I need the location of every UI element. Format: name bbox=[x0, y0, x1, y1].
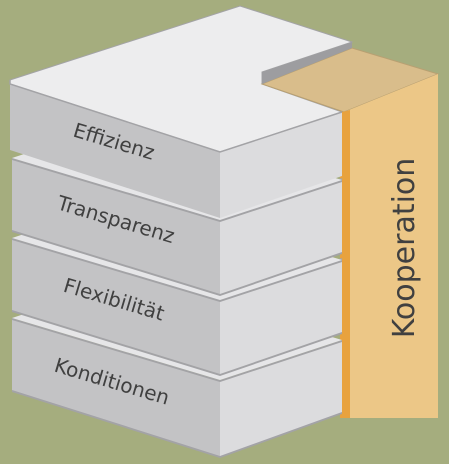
layer-effizienz-side bbox=[220, 112, 342, 218]
pillar-kooperation: Kooperation bbox=[260, 42, 440, 418]
layer-konditionen-side bbox=[220, 342, 342, 456]
pillar-label: Kooperation bbox=[387, 158, 422, 339]
layer-effizienz-front bbox=[10, 84, 220, 218]
layer-flexibilitaet-front bbox=[12, 240, 220, 374]
layer-transparenz-side bbox=[220, 182, 342, 294]
layer-effizienz-edge bbox=[9, 80, 343, 153]
pillar-side-shade bbox=[342, 110, 350, 418]
layer-konditionen-front bbox=[12, 320, 220, 456]
layer-flexibilitaet-side bbox=[220, 262, 342, 374]
layer-transparenz-front bbox=[12, 160, 220, 294]
pillar-front bbox=[344, 74, 438, 418]
layer-effizienz: Effizienz bbox=[9, 5, 354, 218]
pillar-notch-edge bbox=[262, 42, 352, 84]
